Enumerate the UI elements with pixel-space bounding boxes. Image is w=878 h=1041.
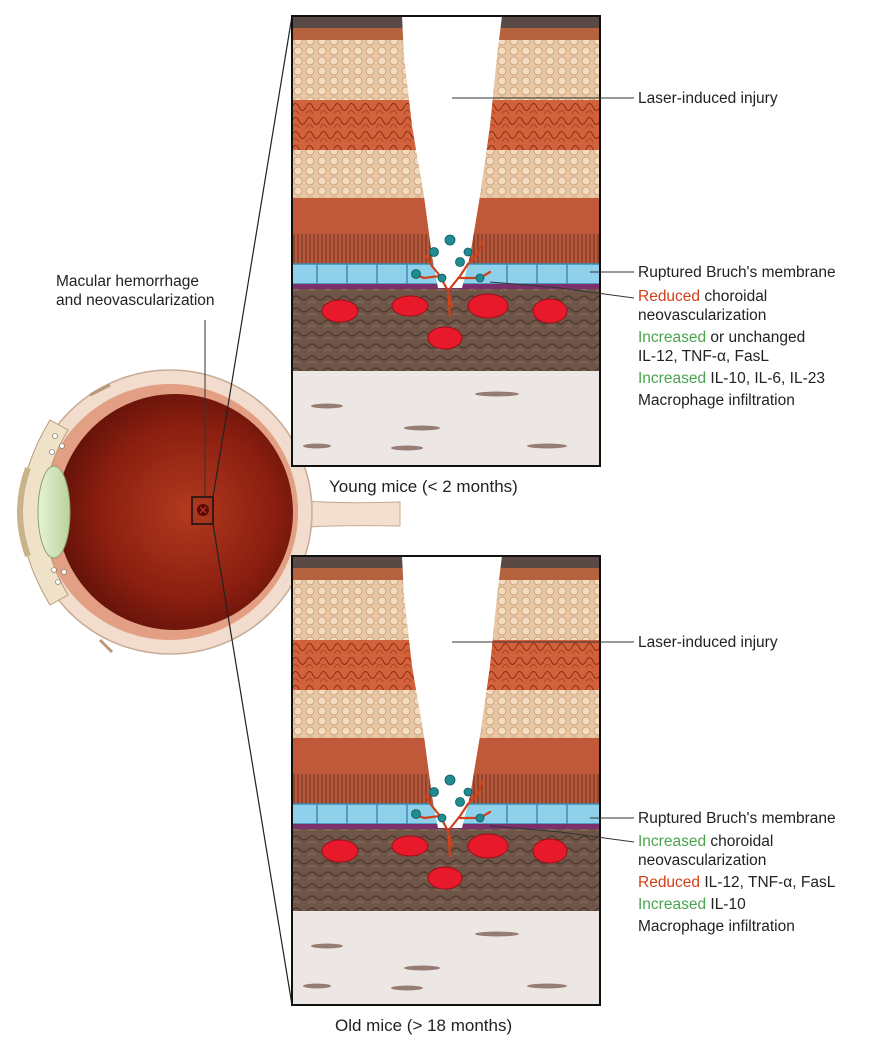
panel2-bruch-label: Ruptured Bruch's membrane: [638, 809, 836, 828]
panel1-finding-4: IL-12, TNF-α, FasL: [638, 347, 825, 366]
panel1-finding-5: Increased IL-10, IL-6, IL-23: [638, 369, 825, 388]
panel2-caption: Old mice (> 18 months): [335, 1016, 512, 1036]
panel2-injury-label: Laser-induced injury: [638, 633, 778, 652]
panel1-injury-label: Laser-induced injury: [638, 89, 778, 108]
panel1-caption: Young mice (< 2 months): [329, 477, 518, 497]
young-mice-panel: [292, 16, 600, 466]
panel1-finding-3: Increased or unchanged: [638, 328, 825, 347]
panel1-finding-2: neovascularization: [638, 306, 825, 325]
panel2-findings: Increased choroidal neovascularization R…: [638, 832, 835, 927]
panel2-finding-1: Increased choroidal: [638, 832, 835, 851]
panel2-finding-5: Macrophage infiltration: [638, 917, 835, 936]
panel1-findings: Reduced choroidal neovascularization Inc…: [638, 287, 825, 401]
panel1-finding-1: Reduced choroidal: [638, 287, 825, 306]
panel2-finding-4: Increased IL-10: [638, 895, 835, 914]
panel1-bruch-label: Ruptured Bruch's membrane: [638, 263, 836, 282]
panel2-finding-2: neovascularization: [638, 851, 835, 870]
panel2-finding-3: Reduced IL-12, TNF-α, FasL: [638, 873, 835, 892]
eye-label-line2: and neovascularization: [56, 291, 215, 310]
old-mice-panel: [292, 556, 600, 1006]
panel1-finding-6: Macrophage infiltration: [638, 391, 825, 410]
eye-label-line1: Macular hemorrhage: [56, 272, 199, 291]
